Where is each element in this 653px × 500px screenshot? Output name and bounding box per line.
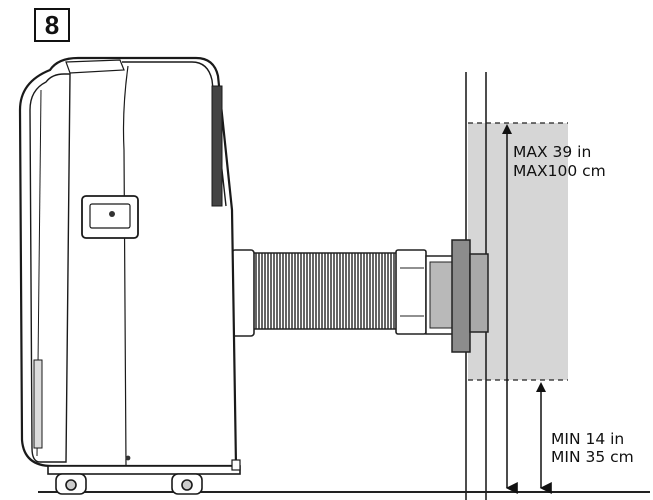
portable-ac-unit	[18, 56, 241, 475]
min-height-label-in: MIN 14 in	[551, 430, 625, 448]
step-number-box: 8	[34, 8, 70, 42]
exhaust-hose	[231, 249, 427, 337]
measurement-arrows	[502, 124, 552, 494]
limit-lines	[468, 122, 568, 381]
window-opening-zone	[468, 123, 568, 380]
step-number: 8	[44, 10, 60, 40]
max-height-label-in: MAX 39 in	[513, 143, 592, 161]
castor-wheels	[55, 473, 203, 495]
min-height-label-cm: MIN 35 cm	[551, 448, 634, 466]
window-adapter	[425, 239, 489, 353]
max-height-label-cm: MAX100 cm	[513, 162, 606, 180]
